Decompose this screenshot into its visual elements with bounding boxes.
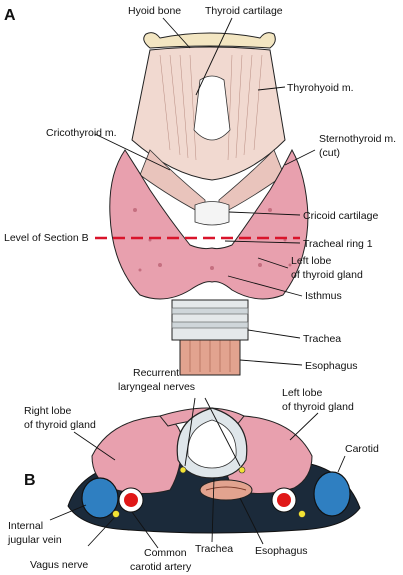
label-carotid: Carotid <box>345 443 379 455</box>
internal-jugular-vein-left <box>313 471 351 517</box>
cricoid-cartilage <box>194 201 230 226</box>
label-right-lobe-1: Right lobe <box>24 405 71 417</box>
esophagus-section <box>199 479 253 501</box>
hyoid-bone <box>143 32 276 49</box>
label-vagus: Vagus nerve <box>30 559 88 571</box>
internal-jugular-vein-right <box>81 477 119 519</box>
label-cricoid: Cricoid cartilage <box>303 210 378 222</box>
label-thyrohyoid: Thyrohyoid m. <box>287 82 354 94</box>
label-recurrent-2: laryngeal nerves <box>118 381 195 393</box>
leader-lines-a <box>94 17 316 366</box>
label-tracheal-ring: Tracheal ring 1 <box>303 238 373 250</box>
label-internal-jugular-1: Internal <box>8 520 43 532</box>
label-left-lobe-b-2: of thyroid gland <box>282 401 354 413</box>
label-esophagus-b: Esophagus <box>255 545 308 557</box>
label-recurrent-1: Recurrent <box>133 367 179 379</box>
label-left-lobe-a-1: Left lobe <box>291 255 331 267</box>
label-esophagus-a: Esophagus <box>305 360 358 372</box>
muscle-striations <box>159 54 263 161</box>
label-trachea-a: Trachea <box>303 333 341 345</box>
panel-b-letter: B <box>24 472 36 489</box>
leader-lines-b <box>49 397 346 549</box>
label-left-lobe-a-2: of thyroid gland <box>291 269 363 281</box>
common-carotid-lumen-right <box>124 493 138 507</box>
label-right-lobe-2: of thyroid gland <box>24 419 96 431</box>
common-carotid-lumen-left <box>277 493 291 507</box>
label-common-carotid-1: Common <box>144 547 187 559</box>
gland-texture <box>133 208 292 272</box>
thyroid-gland-lobes <box>109 148 309 300</box>
panel-b: B <box>7 367 379 573</box>
label-internal-jugular-2: jugular vein <box>7 534 62 546</box>
vagus-nerve-right <box>112 510 120 518</box>
label-common-carotid-2: carotid artery <box>130 561 192 573</box>
label-sternothyroid-cut: (cut) <box>319 147 340 159</box>
recurrent-laryngeal-nerve-right <box>179 466 187 474</box>
panel-a-letter: A <box>4 7 16 24</box>
label-left-lobe-b-1: Left lobe <box>282 387 322 399</box>
esophagus-tube <box>179 334 241 376</box>
trachea-lumen <box>187 419 237 469</box>
label-cricothyroid: Cricothyroid m. <box>46 127 117 139</box>
esophagus-lumen <box>205 486 247 491</box>
trachea-tube <box>171 299 249 341</box>
laryngeal-prominence <box>193 75 231 141</box>
recurrent-laryngeal-nerve-left <box>238 466 246 474</box>
label-hyoid-bone: Hyoid bone <box>128 5 181 17</box>
label-sternothyroid: Sternothyroid m. <box>319 133 396 145</box>
label-trachea-b: Trachea <box>195 543 233 555</box>
label-isthmus: Isthmus <box>305 290 342 302</box>
vagus-nerve-left <box>298 510 306 518</box>
panel-a: A <box>4 5 396 376</box>
label-level-section-b: Level of Section B <box>4 232 89 244</box>
label-thyroid-cartilage: Thyroid cartilage <box>205 5 283 17</box>
